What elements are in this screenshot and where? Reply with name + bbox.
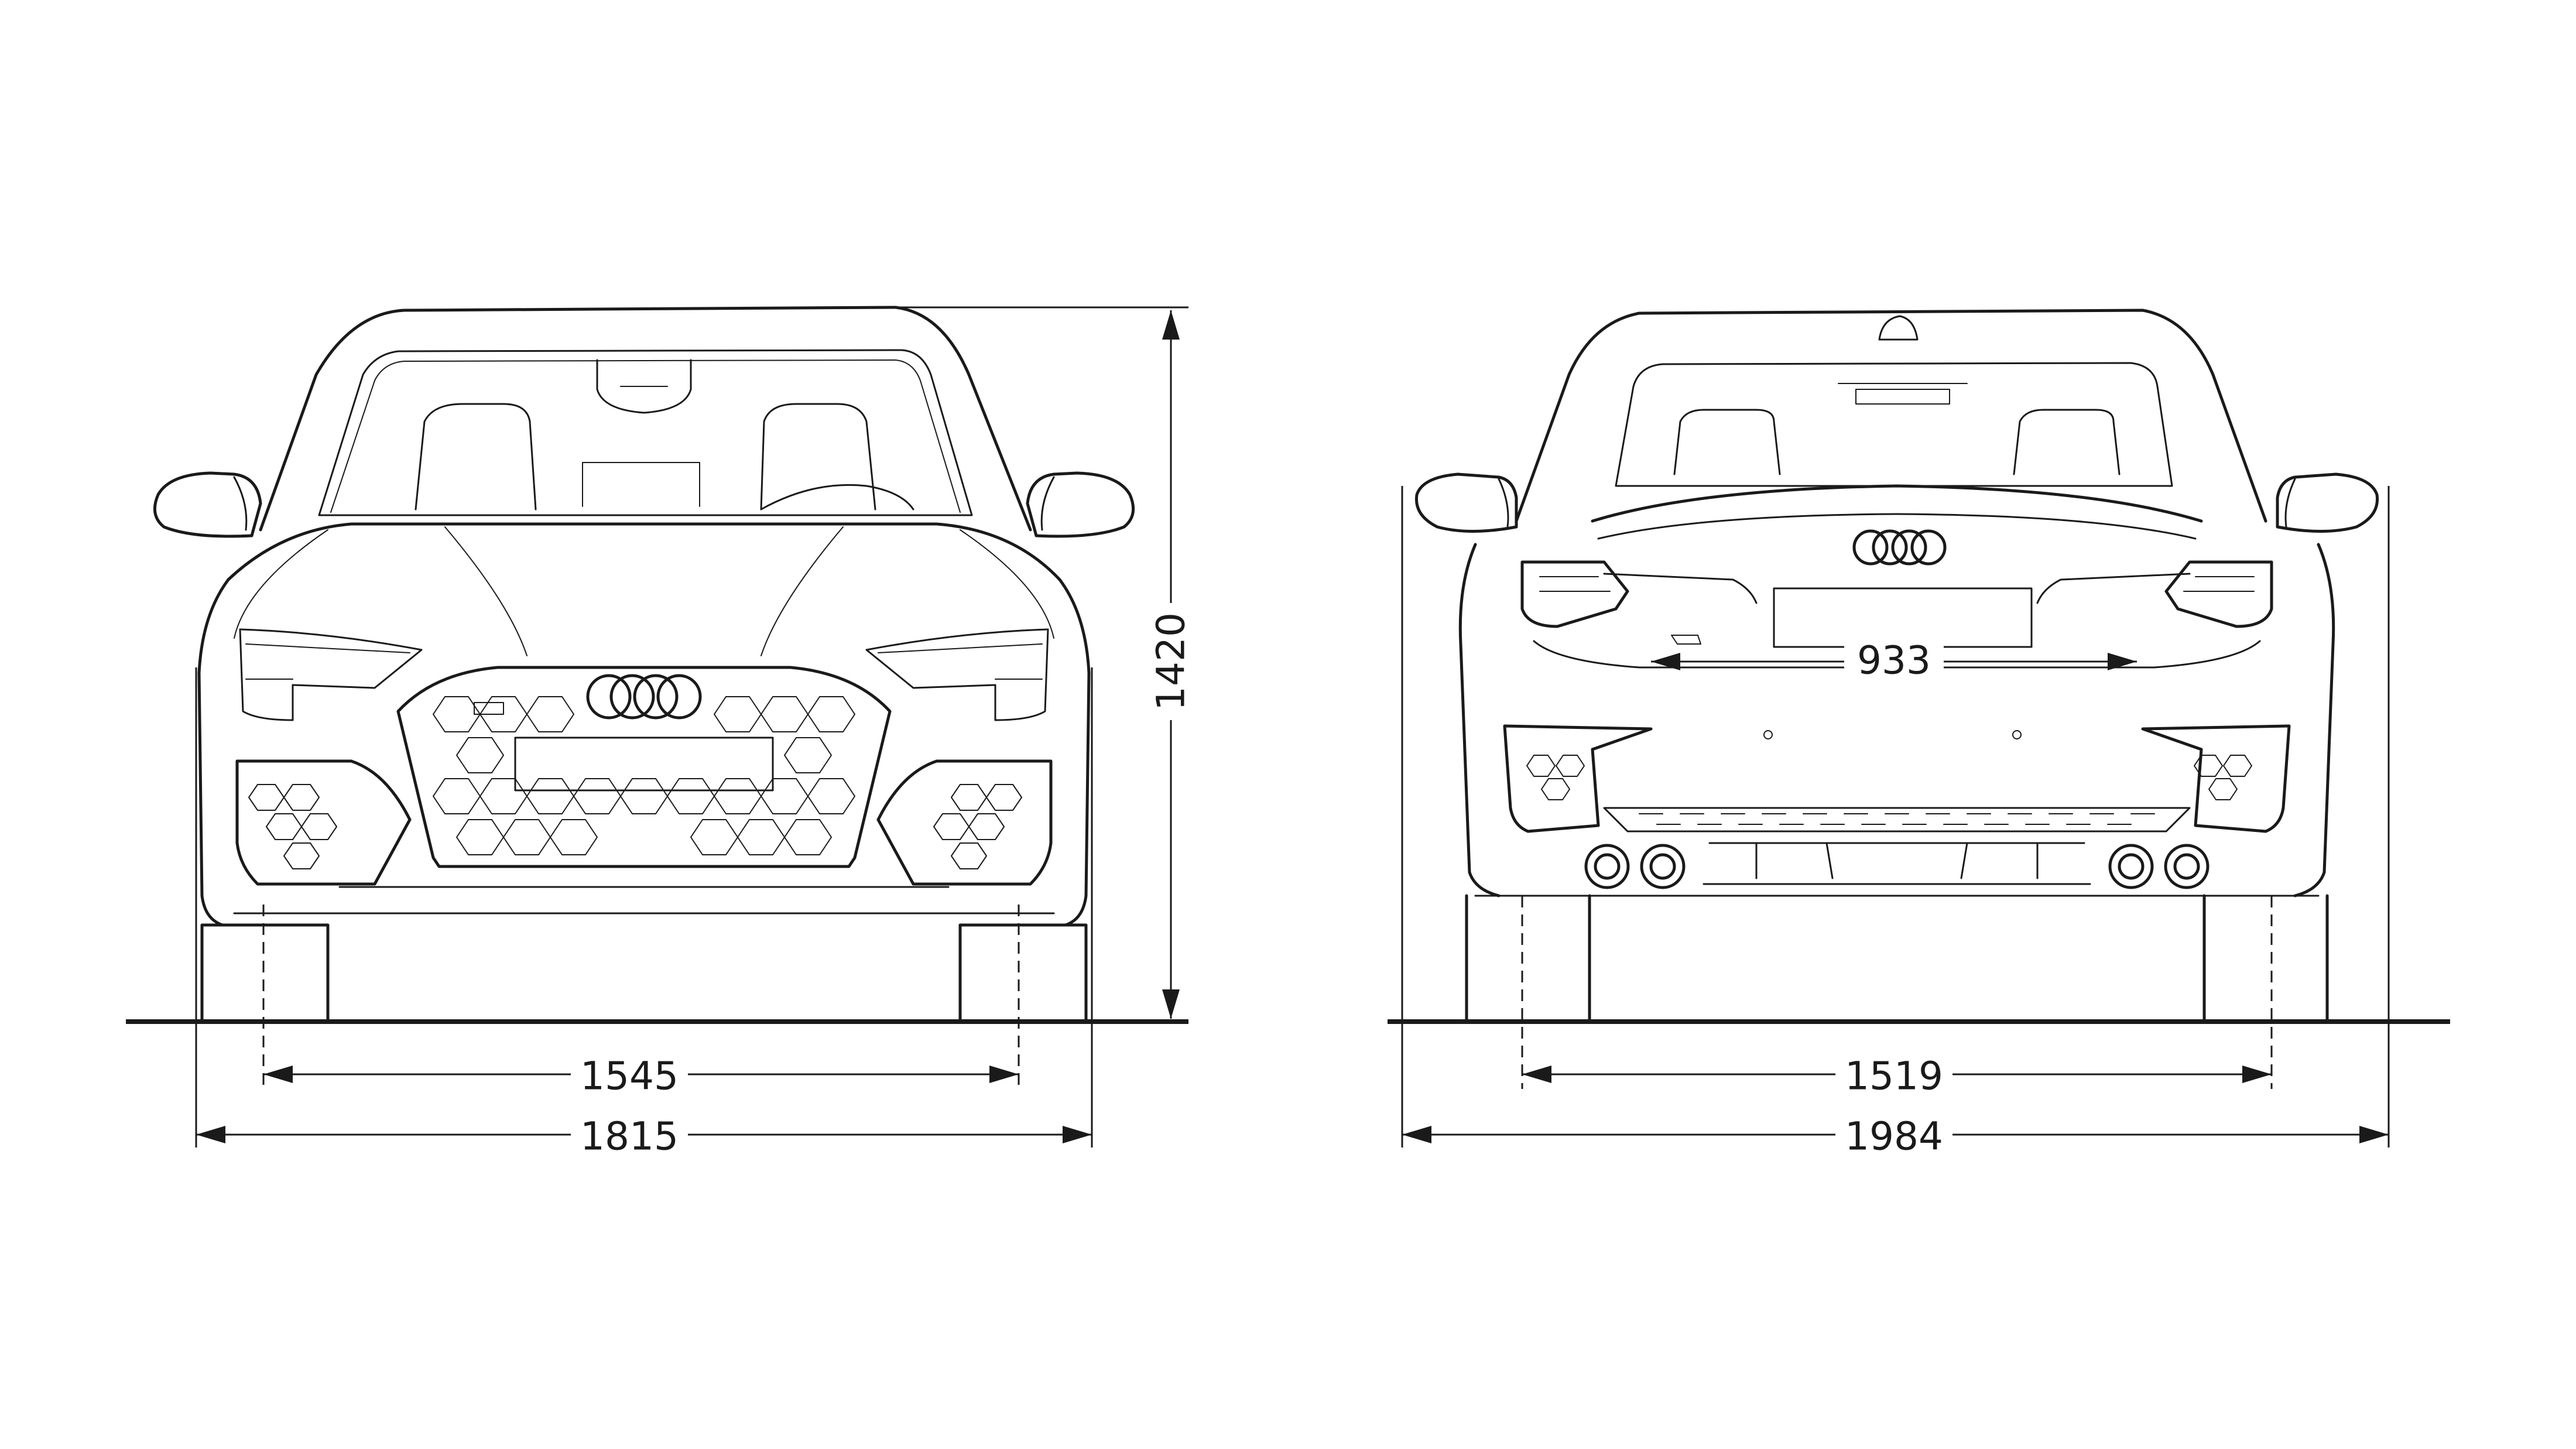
front-rings-logo-icon	[586, 674, 702, 720]
height-dimension: 1420	[896, 306, 1194, 1019]
trunk-opening-dimension: 933	[1651, 638, 2137, 685]
body-width-label: 1815	[580, 1114, 679, 1159]
rear-track-dimension: 1519	[1521, 896, 2273, 1099]
front-track-label: 1545	[580, 1054, 679, 1099]
front-view	[153, 306, 1135, 1023]
rear-rings-logo-icon	[1852, 529, 1947, 566]
height-label: 1420	[1149, 612, 1194, 711]
mirror-width-dimension: 1984	[1401, 486, 2390, 1159]
antenna-icon	[1878, 315, 1919, 341]
exhaust-tips-right	[2108, 844, 2210, 889]
exhaust-tips-left	[1584, 844, 1686, 889]
body-width-dimension: 1815	[195, 667, 1093, 1159]
rear-track-label: 1519	[1845, 1054, 1943, 1099]
mirror-width-label: 1984	[1845, 1114, 1943, 1159]
front-track-dimension: 1545	[262, 905, 1020, 1099]
s3-badge-icon	[1671, 635, 1701, 645]
trunk-opening-label: 933	[1857, 638, 1931, 683]
rear-view	[1414, 309, 2379, 1023]
